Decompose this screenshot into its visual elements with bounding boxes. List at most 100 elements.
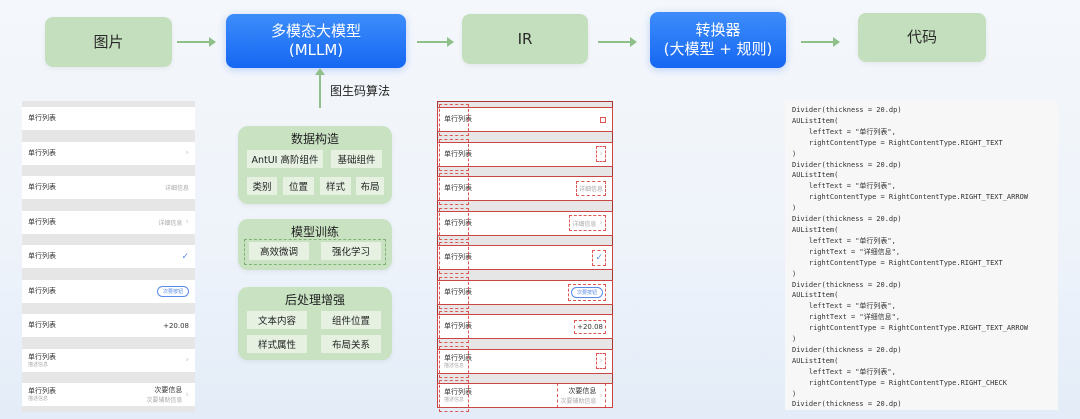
list-item-title: 单行列表 <box>28 252 56 260</box>
list-item: 单行列表 详细信息 <box>22 176 195 199</box>
list-item: 单行列表 <box>437 104 613 136</box>
right-text: 次要信息 <box>154 386 183 394</box>
code-line: leftText = "单行列表", <box>792 182 896 191</box>
list-item-left: 单行列表 <box>28 149 56 158</box>
list-item: 单行列表 ✓ <box>22 245 195 268</box>
node-label: 转换器 <box>695 21 741 39</box>
node-image: 图片 <box>45 17 172 67</box>
list-item-right: › <box>185 355 189 365</box>
code-line: ) <box>792 149 797 158</box>
code-line: rightContentType = RightContentType.RIGH… <box>792 138 1003 147</box>
source-image-list: 单行列表单行列表›单行列表详细信息单行列表详细信息›单行列表✓单行列表次要按钮单… <box>22 101 195 412</box>
code-line: leftText = "单行列表", <box>792 367 896 376</box>
secondary-button: 次要按钮 <box>570 286 603 298</box>
list-item-right: › <box>185 148 189 158</box>
list-item: 单行列表 +20.08 <box>22 314 195 337</box>
list-item-left: 单行列表 <box>444 150 472 159</box>
node-label: 图片 <box>93 32 124 51</box>
list-item-right: 次要信息次要辅助信息› <box>146 385 189 404</box>
list-item-left: 单行列表 <box>444 219 472 228</box>
code-line: rightText = "详细信息", <box>792 247 901 256</box>
list-item-left: 单行列表描述信息 <box>444 354 472 369</box>
list-item-right: › <box>596 146 606 162</box>
chip: 类别 <box>247 177 277 195</box>
list-item: 单行列表 详细信息› <box>437 207 613 240</box>
list-item-left: 单行列表 <box>444 288 472 297</box>
list-item: 单行列表详细信息› <box>22 210 195 234</box>
chevron-right-icon: › <box>599 390 603 401</box>
list-item-right: 次要按钮 <box>567 283 606 301</box>
list-item-left: 单行列表 <box>28 252 56 261</box>
list-item-title: 单行列表 <box>28 321 56 329</box>
list-item: 单行列表描述信息 次要信息次要辅助信息› <box>22 383 195 406</box>
right-subtext: 次要辅助信息 <box>560 398 597 405</box>
code-line: ) <box>792 335 797 344</box>
list-item: 单行列表 ✓ <box>437 242 613 274</box>
chip: 布局关系 <box>321 335 381 353</box>
code-line: ) <box>792 269 797 278</box>
panel-title: 数据构造 <box>290 132 339 146</box>
chip: 布局 <box>356 177 384 195</box>
node-label: 多模态大模型 <box>270 22 361 40</box>
list-item-title: 单行列表 <box>444 115 472 123</box>
list-item-left: 单行列表描述信息 <box>28 387 56 402</box>
list-item-title: 单行列表 <box>444 287 472 296</box>
secondary-button: 次要按钮 <box>156 285 189 297</box>
list-item-left: 单行列表 <box>28 183 56 192</box>
panel-title: 模型训练 <box>290 225 339 239</box>
list-item-title: 单行列表 <box>444 353 472 362</box>
list-item-title: 单行列表 <box>28 183 56 191</box>
right-text: 详细信息 <box>158 219 183 227</box>
list-item: 单行列表次要按钮 <box>22 279 195 303</box>
list-item-title: 单行列表 <box>28 148 56 157</box>
chip: AntUI 高阶组件 <box>247 150 323 168</box>
list-item-right: 详细信息› <box>569 215 606 231</box>
right-two-line: 次要信息次要辅助信息 <box>146 385 182 404</box>
list-item-right: +20.08 <box>163 322 189 330</box>
list-item-title: 单行列表 <box>444 253 472 261</box>
amount-text: +20.08 <box>577 322 603 331</box>
chevron-right-icon: › <box>185 389 189 400</box>
code-line: leftText = "单行列表", <box>792 302 896 311</box>
code-line: Divider(thickness = 20.dp) <box>792 160 902 169</box>
list-item: 单行列表 +20.08 <box>437 311 613 343</box>
check-icon: ✓ <box>595 252 603 263</box>
list-item-title: 单行列表 <box>444 322 472 330</box>
code-line: AUListItem( <box>792 291 839 300</box>
list-item: 单行列表 次要按钮 <box>437 276 613 309</box>
right-text: 次要信息 <box>568 387 597 395</box>
list-item: 单行列表描述信息 › <box>22 348 195 372</box>
chevron-right-icon: › <box>185 355 189 365</box>
list-item-right: › <box>596 353 606 369</box>
list-item-title: 单行列表 <box>28 387 56 395</box>
chip: 高效微调 <box>249 242 309 260</box>
panel-model-training: 模型训练 高效微调 强化学习 <box>238 219 392 270</box>
check-icon: ✓ <box>181 251 189 262</box>
code-line: rightContentType = RightContentType.RIGH… <box>792 324 1029 333</box>
up-arrow-icon <box>315 68 325 108</box>
chevron-right-icon: › <box>599 356 603 366</box>
chip: 样式 <box>320 177 351 195</box>
list-item-right: 详细信息 <box>165 183 189 192</box>
code-line: Divider(thickness = 20.dp) <box>792 280 902 289</box>
list-item-right <box>600 116 606 123</box>
right-subtext: 次要辅助信息 <box>146 397 183 404</box>
right-text: 详细信息 <box>572 220 597 228</box>
dashed-group <box>244 239 386 265</box>
list-item-title: 单行列表 <box>444 388 472 396</box>
list-item-description: 描述信息 <box>444 397 465 403</box>
code-line: AUListItem( <box>792 116 839 125</box>
list-item: 单行列表详细信息 <box>437 173 613 205</box>
chevron-right-icon: › <box>185 148 189 158</box>
code-line: Divider(thickness = 20.dp) <box>792 215 902 224</box>
code-line: rightContentType = RightContentType.RIGH… <box>792 193 1029 202</box>
generated-code-block: Divider(thickness = 20.dp) AUListItem( le… <box>785 101 1058 410</box>
list-item-right: 详细信息 <box>575 181 606 196</box>
chevron-right-icon: › <box>185 217 189 227</box>
node-label: IR <box>517 29 533 48</box>
panel-data-construction: 数据构造 AntUI 高阶组件 基础组件 类别 位置 样式 布局 <box>238 126 392 204</box>
list-item: 单行列表 <box>22 107 195 130</box>
right-two-line: 次要信息次要辅助信息 <box>560 386 596 405</box>
list-item-left: 单行列表描述信息 <box>28 353 56 368</box>
chip: 样式属性 <box>247 335 307 353</box>
